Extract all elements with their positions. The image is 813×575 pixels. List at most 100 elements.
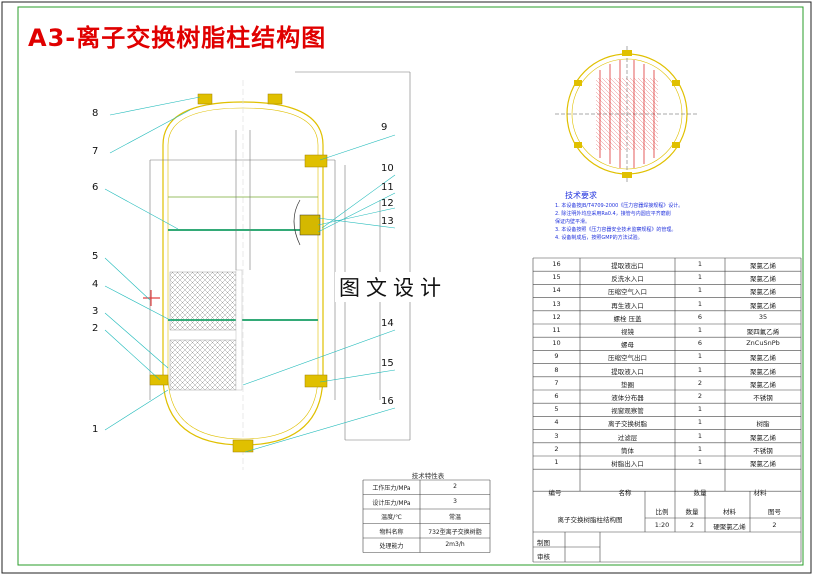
title-block-header: 材料 (723, 508, 736, 516)
inner-border (17, 6, 804, 566)
title-block-drawn-label: 制图 (537, 539, 550, 547)
leader-2 (104, 329, 161, 381)
callout-8: 8 (92, 108, 99, 119)
tech-param-label: 温度/℃ (381, 514, 402, 521)
part-quantity: 6 (697, 312, 703, 321)
tech-table-title: 技术特性表 (411, 472, 445, 480)
part-number: 6 (554, 392, 559, 400)
callout-11: 11 (381, 182, 394, 193)
part-number: 4 (554, 418, 559, 427)
part-material: 聚氯乙烯 (750, 433, 776, 442)
parts-header-no: 编号 (548, 489, 562, 497)
tech-param-value: 732型离子交换树脂 (428, 528, 482, 536)
part-material: 聚氯乙烯 (750, 262, 776, 270)
part-material: 聚氯乙烯 (750, 275, 776, 284)
leader-16 (244, 407, 396, 453)
part-number: 5 (554, 405, 559, 414)
tech-param-value: 3 (453, 497, 457, 505)
leader-1 (104, 389, 169, 431)
title-block-header: 数量 (685, 508, 699, 516)
part-quantity: 1 (697, 326, 703, 334)
part-number: 14 (552, 286, 561, 295)
part-name: 离子交换树脂 (608, 420, 647, 429)
part-quantity: 6 (697, 339, 703, 348)
part-quantity: 1 (697, 299, 703, 308)
part-name: 压缩空气入口 (608, 288, 647, 297)
part-number: 10 (552, 339, 561, 348)
leader-3 (104, 312, 169, 369)
parts-table-grid (532, 257, 802, 563)
part-material: 聚氯乙烯 (750, 288, 776, 297)
nozzle-16 (232, 439, 254, 453)
part-number: 9 (554, 352, 559, 361)
part-material: 聚氯乙烯 (750, 380, 776, 389)
part-number: 13 (552, 299, 561, 308)
part-name: 螺栓 压盖 (613, 314, 642, 323)
inlet-cross (143, 290, 160, 306)
center-pipe (235, 269, 243, 391)
part-name: 提取液入口 (611, 367, 644, 376)
part-material: 不锈钢 (753, 394, 773, 402)
part-name: 提取液出口 (611, 262, 644, 270)
parts-header-qty: 数量 (693, 489, 707, 497)
callout-16: 16 (381, 396, 394, 407)
sight-glass (293, 199, 301, 246)
part-material: 聚氯乙烯 (750, 301, 776, 310)
leader-6 (104, 188, 179, 230)
callout-13: 13 (381, 216, 394, 227)
part-name: 再生液入口 (611, 301, 644, 310)
part-quantity: 1 (697, 405, 703, 414)
title-block-value: 1:20 (654, 521, 670, 529)
leader-14 (242, 329, 396, 386)
callout-3: 3 (92, 306, 99, 317)
leader-lines (104, 96, 396, 453)
part-name: 反洗水入口 (611, 275, 644, 284)
leader-4 (104, 285, 173, 322)
parts-header-name: 名称 (618, 489, 632, 497)
part-name: 压缩空气出口 (608, 354, 647, 363)
nozzle-15 (304, 374, 328, 388)
leader-7 (109, 109, 191, 154)
part-quantity: 1 (697, 444, 703, 453)
nozzle-top-left (197, 93, 213, 105)
leader-12 (317, 207, 396, 226)
part-quantity: 1 (697, 286, 703, 295)
resin-bed-upper-left (169, 271, 237, 331)
tech-param-label: 设计压力/MPa (372, 499, 411, 507)
part-name: 液体分布器 (611, 394, 644, 402)
part-material: 35 (758, 312, 768, 321)
part-quantity: 1 (697, 273, 703, 282)
callout-9: 9 (381, 122, 388, 133)
tech-param-value: 2 (453, 483, 457, 490)
nozzle-9 (304, 154, 328, 168)
nozzle-top-right (267, 93, 283, 105)
parts-header-material: 材料 (753, 489, 767, 497)
part-number: 1 (554, 458, 559, 466)
part-material: 聚氯乙烯 (750, 354, 776, 363)
callout-15: 15 (381, 358, 394, 369)
part-quantity: 1 (697, 418, 703, 427)
part-material: 聚氯乙烯 (750, 460, 776, 468)
part-number: 11 (552, 326, 561, 334)
tech-param-label: 物料名称 (379, 528, 404, 536)
callout-14: 14 (381, 318, 394, 329)
part-name: 树脂出入口 (611, 460, 644, 468)
drawing-title: A3-离子交换树脂柱结构图 (28, 24, 327, 52)
leader-5 (104, 257, 151, 301)
title-block-checked-label: 审核 (537, 553, 550, 561)
callout-2: 2 (92, 323, 99, 334)
nozzles (149, 93, 328, 453)
tech-param-label: 处理能力 (379, 543, 404, 550)
part-number: 15 (552, 273, 561, 282)
title-block-header: 比例 (655, 508, 669, 516)
callout-6: 6 (92, 182, 99, 193)
watermark: 图文设计 (335, 272, 451, 302)
title-block-header: 图号 (768, 508, 781, 516)
plan-view (555, 46, 699, 182)
part-material: 不锈钢 (753, 446, 773, 455)
leader-9 (319, 134, 396, 161)
callout-4: 4 (92, 279, 99, 290)
part-number: 8 (554, 365, 559, 374)
